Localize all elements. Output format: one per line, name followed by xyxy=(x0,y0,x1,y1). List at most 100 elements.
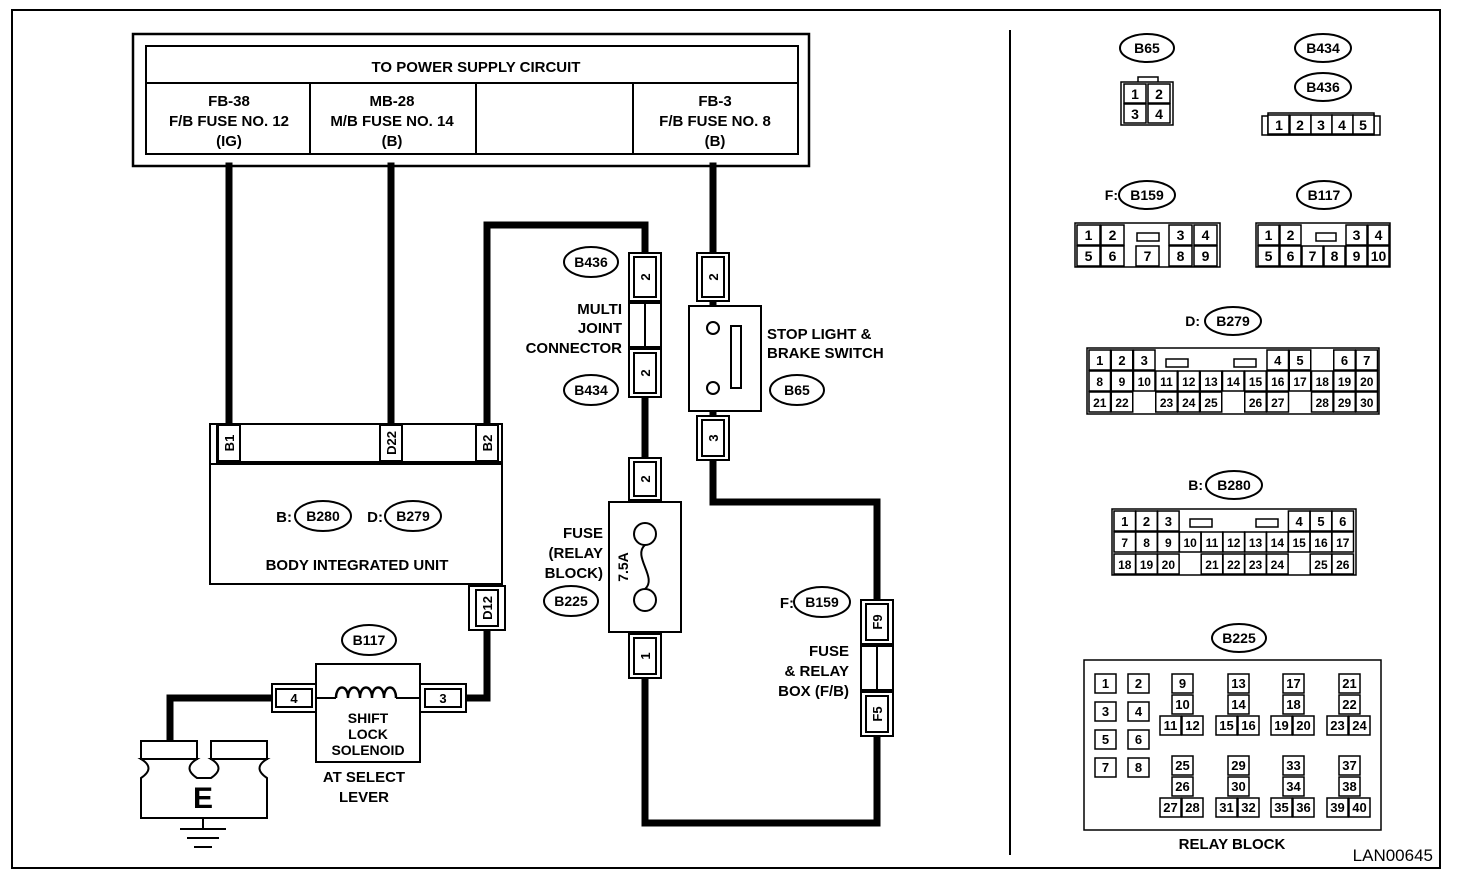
conn-b225-pin: 13 xyxy=(1231,676,1245,691)
figure-code: LAN00645 xyxy=(1353,846,1433,865)
fuse-rating: 7.5A xyxy=(615,552,631,582)
fuse-label-3: BLOCK) xyxy=(545,565,603,582)
conn-b279-pin: 27 xyxy=(1271,396,1285,410)
conn-b225-pin: 19 xyxy=(1274,718,1288,733)
conn-b279-pin: 12 xyxy=(1182,375,1196,389)
conn-b225-pin: 21 xyxy=(1342,676,1356,691)
conn-b279-pin: 24 xyxy=(1182,396,1196,410)
conn-b225-pin: 2 xyxy=(1135,676,1142,691)
conn-b225-pin: 28 xyxy=(1185,800,1199,815)
conn-b117-pin: 7 xyxy=(1309,248,1317,264)
power-supply-title: TO POWER SUPPLY CIRCUIT xyxy=(372,59,581,76)
conn-b280-pin: 13 xyxy=(1249,536,1263,550)
solenoid-label-2: LOCK xyxy=(348,726,388,742)
solenoid-pin-3: 3 xyxy=(439,691,446,706)
conn-b225-pin: 35 xyxy=(1274,800,1288,815)
conn-b279-pin: 6 xyxy=(1341,353,1348,368)
biu-pin-d22: D22 xyxy=(384,431,399,455)
conn-b280-pin: 2 xyxy=(1143,514,1150,529)
ground-label: E xyxy=(193,782,213,815)
conn-b225-pin: 32 xyxy=(1241,800,1255,815)
fuse-fb3-type: (B) xyxy=(705,133,726,150)
conn-b280-pin: 18 xyxy=(1118,558,1132,572)
conn-b279-pin: 11 xyxy=(1160,375,1173,389)
wire-fuse-fusebox xyxy=(641,674,881,827)
conn-b280-pin: 14 xyxy=(1271,536,1285,550)
fuse-label-1: FUSE xyxy=(563,525,603,542)
joint-label-2: JOINT xyxy=(578,320,622,337)
conn-b225-pin: 36 xyxy=(1296,800,1310,815)
biu-conn-b279: B279 xyxy=(396,508,430,524)
conn-b279-pin: 25 xyxy=(1204,396,1218,410)
solenoid-label-1: SHIFT xyxy=(348,710,389,726)
conn-b159-prefix: F: xyxy=(1105,187,1118,203)
conn-b159-pin: 1 xyxy=(1085,227,1093,243)
conn-b65-name: B65 xyxy=(1134,40,1160,56)
conn-b159-pin: 2 xyxy=(1109,227,1117,243)
wire-switch-fusebox xyxy=(709,454,881,604)
conn-b65-pin: 1 xyxy=(1131,86,1139,102)
conn-b436-pin: 3 xyxy=(1317,117,1325,133)
conn-b280-pin: 3 xyxy=(1165,514,1172,529)
conn-b225-pin: 14 xyxy=(1231,697,1246,712)
conn-b436-pin: 5 xyxy=(1359,117,1367,133)
conn-b280-pin: 17 xyxy=(1336,536,1350,550)
body-integrated-unit: B1 D22 B2 B: B280 D: B279 BODY INTEGRATE… xyxy=(209,423,506,631)
connector-b434-b436: B434 B436 1 2 3 4 5 xyxy=(1261,33,1381,136)
conn-b225-pin: 16 xyxy=(1241,718,1255,733)
conn-b279-pin: 4 xyxy=(1274,353,1282,368)
switch-label-2: BRAKE SWITCH xyxy=(767,345,884,362)
shift-lock-solenoid: B117 SHIFT LOCK SOLENOID 4 3 AT SELECT L… xyxy=(271,624,467,806)
conn-b159-pin: 6 xyxy=(1109,248,1117,264)
conn-b436-pin: 1 xyxy=(1275,117,1283,133)
switch-conn-b65: B65 xyxy=(784,382,810,398)
conn-b225-pin: 23 xyxy=(1330,718,1344,733)
connector-b65: B65 1 2 3 4 xyxy=(1119,33,1175,126)
biu-conn-d-prefix: D: xyxy=(367,509,383,526)
conn-b225-pin: 26 xyxy=(1175,779,1189,794)
conn-b280-pin: 6 xyxy=(1339,514,1346,529)
conn-b279-pin: 1 xyxy=(1096,353,1103,368)
fuse-pin-top: 2 xyxy=(638,475,653,482)
conn-b225-pin: 38 xyxy=(1342,779,1356,794)
conn-b279-pin: 13 xyxy=(1204,375,1218,389)
joint-pin-bottom: 2 xyxy=(638,369,653,376)
conn-b280-pin: 25 xyxy=(1314,558,1328,572)
conn-b280-pin: 22 xyxy=(1227,558,1241,572)
conn-b225-pin: 40 xyxy=(1352,800,1366,815)
solenoid-conn-b117: B117 xyxy=(353,632,386,648)
fuse-conn-b225: B225 xyxy=(554,593,588,609)
conn-b117-pin: 6 xyxy=(1287,248,1295,264)
conn-b280-pin: 4 xyxy=(1296,514,1304,529)
conn-b225-pin: 30 xyxy=(1231,779,1245,794)
fuse-fb38-type: (IG) xyxy=(216,133,242,150)
conn-b279-pin: 28 xyxy=(1316,396,1330,410)
conn-b436-pin: 2 xyxy=(1296,117,1304,133)
wire-solenoid-ground xyxy=(166,694,276,745)
conn-b279-pin: 19 xyxy=(1338,375,1352,389)
conn-b159-name: B159 xyxy=(1130,187,1164,203)
conn-b279-pin: 22 xyxy=(1115,396,1129,410)
fuse-relay-block: 2 7.5A 1 FUSE (RELAY BLOCK) B225 xyxy=(543,457,682,679)
conn-b225-pin: 15 xyxy=(1219,718,1233,733)
wire-d12-solenoid xyxy=(462,626,491,702)
conn-b117-pin: 3 xyxy=(1353,227,1361,243)
switch-pin-top: 2 xyxy=(706,273,721,280)
conn-b280-pin: 26 xyxy=(1336,558,1350,572)
joint-label-1: MULTI xyxy=(577,301,622,318)
conn-b225-pin: 8 xyxy=(1135,760,1142,775)
fuse-fb3-name: F/B FUSE NO. 8 xyxy=(659,113,771,130)
conn-b225-pin: 29 xyxy=(1231,758,1245,773)
fusebox-conn-prefix: F: xyxy=(780,595,794,612)
conn-b225-pin: 37 xyxy=(1342,758,1356,773)
joint-conn-b434: B434 xyxy=(574,382,608,398)
fusebox-pin-f9: F9 xyxy=(870,614,885,629)
conn-b225-pin: 20 xyxy=(1296,718,1310,733)
biu-conn-b-prefix: B: xyxy=(276,509,292,526)
conn-b279-pin: 29 xyxy=(1338,396,1352,410)
fuse-fb3-id: FB-3 xyxy=(698,93,731,110)
conn-b279-pin: 14 xyxy=(1227,375,1241,389)
conn-b279-pin: 30 xyxy=(1360,396,1374,410)
